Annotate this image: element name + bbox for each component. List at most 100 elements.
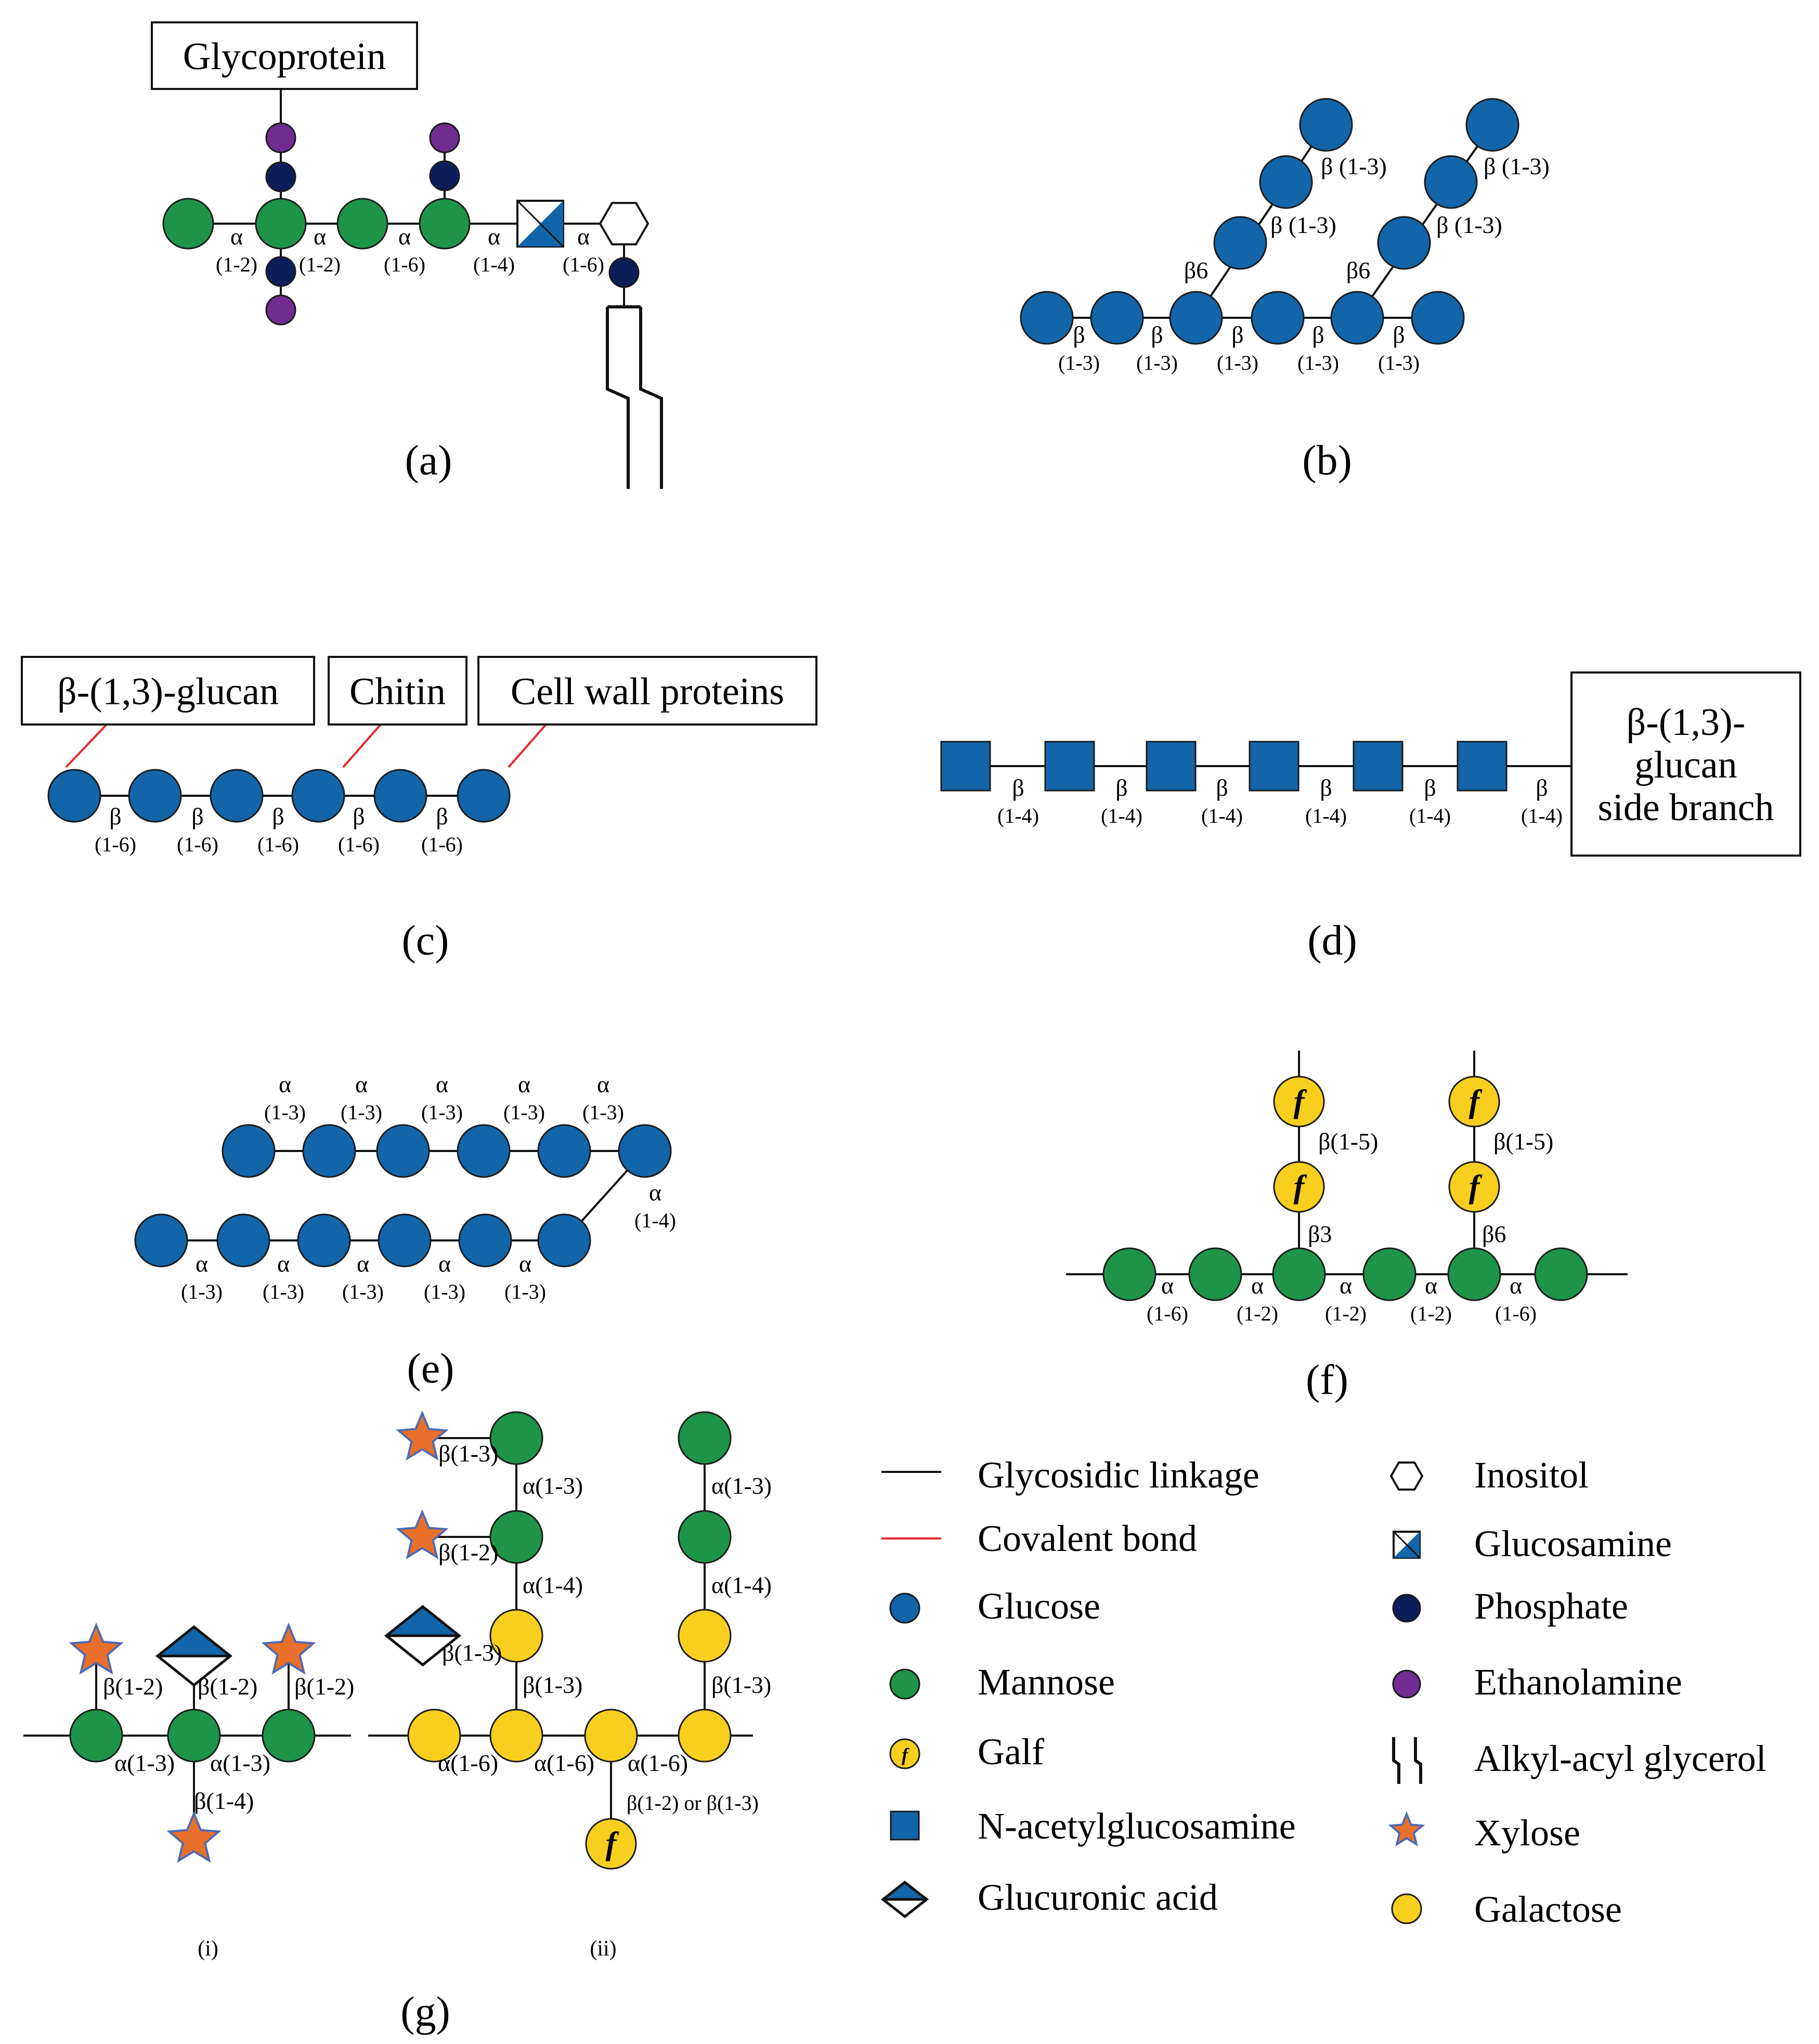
ethanolamine bbox=[265, 294, 296, 326]
n-acetylglucosamine bbox=[1457, 741, 1508, 792]
e-bottom-link-1-type: α bbox=[196, 1250, 208, 1277]
branch-b1 bbox=[1195, 124, 1327, 319]
g-ii-link: β(1-3) bbox=[438, 1440, 498, 1467]
n-acetylglucosamine bbox=[1249, 741, 1300, 792]
b-link-4-type: β bbox=[1312, 321, 1324, 348]
glucose bbox=[457, 1124, 511, 1178]
g-ii-link: β(1-2) bbox=[438, 1539, 498, 1566]
galf bbox=[1448, 1076, 1500, 1128]
g-i-link: β(1-2) bbox=[103, 1673, 163, 1700]
g-ii-link: β(1-3) bbox=[523, 1672, 582, 1698]
b-link-5-position: (1-3) bbox=[1378, 351, 1420, 374]
mannose bbox=[167, 1709, 221, 1763]
c-link-1-position: (1-6) bbox=[95, 833, 136, 856]
g-ii-link: α(1-6) bbox=[534, 1750, 594, 1776]
c-link-1-type: β bbox=[109, 803, 121, 830]
galactose bbox=[678, 1609, 732, 1663]
b-branch-label: β (1-3) bbox=[1270, 212, 1336, 238]
f-link-1-type: α bbox=[1161, 1272, 1174, 1299]
g-i-link: β(1-2) bbox=[198, 1673, 257, 1700]
alkyl-chain-left bbox=[606, 307, 630, 489]
glucan-side-branch-box-frame bbox=[1570, 671, 1801, 857]
mannose bbox=[1534, 1247, 1588, 1301]
glucose bbox=[1251, 291, 1305, 345]
glucose bbox=[1411, 291, 1465, 345]
covalent-bond bbox=[342, 723, 382, 768]
b-branch-label: β (1-3) bbox=[1436, 212, 1502, 238]
beta-glucan-box: β-(1,3)-glucan bbox=[21, 656, 315, 726]
b-link-2-type: β bbox=[1151, 321, 1163, 348]
b-link-5-type: β bbox=[1393, 321, 1405, 348]
covalent-bond bbox=[65, 723, 108, 768]
e-top-link-4-position: (1-3) bbox=[503, 1101, 545, 1124]
e-top-link-1-type: α bbox=[279, 1071, 291, 1097]
glucan-side-branch-box-text: β-(1,3)- bbox=[1627, 701, 1746, 744]
a-link-5-type: α bbox=[577, 223, 590, 250]
e-bottom-link-1-position: (1-3) bbox=[181, 1280, 223, 1303]
covalent-bond bbox=[508, 723, 547, 768]
legend-galf-label: Galf bbox=[978, 1731, 1044, 1773]
galactose bbox=[407, 1709, 461, 1763]
mannose bbox=[69, 1709, 123, 1763]
d-link-4-type: β bbox=[1320, 774, 1332, 801]
g-ii-link: α(1-6) bbox=[438, 1750, 498, 1776]
glucuronic-acid-top bbox=[386, 1607, 459, 1636]
cell-wall-proteins-box-text: Cell wall proteins bbox=[511, 670, 784, 713]
panel-f-label: (f) bbox=[1306, 1356, 1348, 1403]
panel-g-label: (g) bbox=[400, 1988, 450, 2035]
legend-n-acetylglucosamine-label: N-acetylglucosamine bbox=[978, 1805, 1296, 1847]
glucose bbox=[1465, 98, 1519, 152]
c-link-2-type: β bbox=[191, 803, 203, 830]
mannose bbox=[419, 198, 471, 250]
legend-glucuronic-acid-label: Glucuronic acid bbox=[978, 1877, 1218, 1918]
a-link-3-position: (1-6) bbox=[384, 253, 425, 276]
d-link-3-type: β bbox=[1216, 774, 1228, 801]
d-link-5-position: (1-4) bbox=[1409, 804, 1451, 827]
g-i-link: α(1-3) bbox=[114, 1750, 175, 1776]
c-link-2-position: (1-6) bbox=[177, 833, 218, 856]
legend-galactose-label: Galactose bbox=[1474, 1888, 1622, 1930]
legend-glucose-swatch bbox=[889, 1593, 920, 1624]
e-connector-link-position: (1-4) bbox=[634, 1209, 676, 1232]
glucose bbox=[618, 1124, 672, 1178]
inositol bbox=[599, 202, 649, 245]
phosphate bbox=[265, 256, 296, 287]
glucose bbox=[1424, 155, 1478, 209]
mannose bbox=[1447, 1247, 1501, 1301]
ethanolamine bbox=[429, 122, 460, 153]
e-bottom-link-5-position: (1-3) bbox=[504, 1280, 546, 1303]
legend-xylose-swatch bbox=[1388, 1811, 1425, 1847]
d-link-5-type: β bbox=[1424, 774, 1436, 801]
b-link-1-type: β bbox=[1073, 321, 1085, 348]
legend-mannose-swatch bbox=[889, 1668, 920, 1700]
g-i-link: α(1-3) bbox=[210, 1750, 270, 1776]
alkyl-chain-right bbox=[639, 307, 663, 489]
mannose bbox=[489, 1510, 543, 1564]
c-link-5-position: (1-6) bbox=[421, 833, 463, 856]
f-branch-label: β6 bbox=[1482, 1221, 1506, 1247]
c-link-3-type: β bbox=[272, 803, 284, 830]
e-top-link-4-type: α bbox=[518, 1071, 530, 1097]
panel-d-label: (d) bbox=[1307, 916, 1357, 964]
xylose bbox=[69, 1622, 124, 1675]
glucose bbox=[47, 769, 101, 823]
b-link-4-position: (1-3) bbox=[1297, 351, 1339, 374]
f-link-2-position: (1-2) bbox=[1237, 1302, 1278, 1325]
n-acetylglucosamine bbox=[1353, 741, 1404, 792]
g-i-link: β(1-4) bbox=[194, 1788, 254, 1814]
e-bottom-link-3-type: α bbox=[357, 1250, 369, 1277]
glucose bbox=[302, 1124, 356, 1178]
g-i-link: β(1-2) bbox=[294, 1673, 354, 1700]
legend-mannose-label: Mannose bbox=[978, 1661, 1115, 1703]
c-link-4-type: β bbox=[353, 803, 365, 830]
f-branch-label: β(1-5) bbox=[1493, 1128, 1553, 1155]
a-link-4-type: α bbox=[488, 223, 500, 250]
legend-phosphate-swatch bbox=[1392, 1594, 1421, 1623]
glucose bbox=[537, 1213, 591, 1267]
glucose bbox=[134, 1213, 188, 1267]
legend-glycosidic-linkage-label: Glycosidic linkage bbox=[978, 1454, 1259, 1496]
e-bottom-link-2-position: (1-3) bbox=[263, 1280, 304, 1303]
glucuronic-acid-top bbox=[158, 1627, 230, 1656]
f-link-1-position: (1-6) bbox=[1147, 1302, 1188, 1325]
a-link-5-position: (1-6) bbox=[563, 253, 604, 276]
